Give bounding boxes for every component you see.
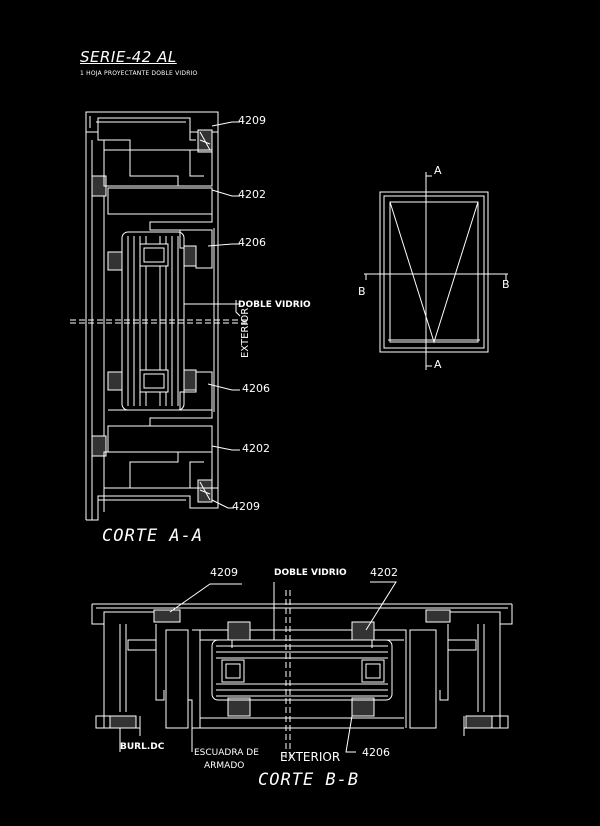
label-bb-escuadra-2: ARMADO [204, 761, 245, 771]
section-bb-drawing [91, 581, 513, 760]
label-bb-4206: 4206 [362, 746, 390, 759]
label-aa-top-4206: 4206 [238, 236, 266, 249]
double-glazing-unit-bb [211, 639, 393, 701]
label-aa-bottom-4209: 4209 [232, 500, 260, 513]
label-aa-doble-vidrio: DOBLE VIDRIO [238, 300, 311, 310]
drawing-subtitle: 1 HOJA PROYECTANTE DOBLE VIDRIO [80, 70, 198, 77]
label-aa-exterior: EXTERIOR [240, 307, 251, 358]
label-aa-top-4209: 4209 [238, 114, 266, 127]
label-bb-exterior: EXTERIOR [280, 750, 341, 764]
caption-corte-aa: CORTE A-A [102, 526, 204, 546]
label-aa-bottom-4202: 4202 [242, 442, 270, 455]
caption-corte-bb: CORTE B-B [258, 770, 360, 790]
mark-b-right: B [502, 278, 510, 291]
label-bb-4209: 4209 [210, 566, 238, 579]
label-bb-escuadra-1: ESCUADRA DE [194, 748, 259, 758]
label-aa-bottom-4206: 4206 [242, 382, 270, 395]
section-aa-drawing [70, 111, 250, 521]
mark-a-top: A [434, 164, 442, 177]
mark-b-left: B [358, 285, 366, 298]
label-bb-doble-vidrio: DOBLE VIDRIO [274, 568, 347, 578]
drawing-title: SERIE-42 AL [80, 48, 177, 66]
window-elevation [364, 172, 508, 370]
double-glazing-unit [121, 231, 185, 411]
label-bb-4202: 4202 [370, 566, 398, 579]
mark-a-bottom: A [434, 358, 442, 371]
label-bb-burlete: BURL.DC [120, 742, 165, 752]
label-aa-top-4202: 4202 [238, 188, 266, 201]
